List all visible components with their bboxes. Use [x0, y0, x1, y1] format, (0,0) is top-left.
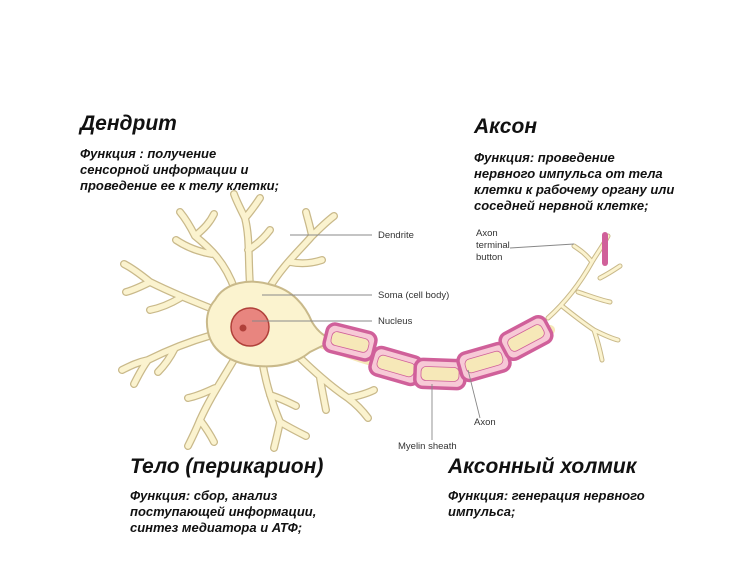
- dendrites: [118, 190, 378, 452]
- axon-desc-line: клетки к рабочему органу или: [474, 182, 675, 197]
- axon-terminal-branches: [545, 232, 623, 363]
- axon-title: Аксон: [474, 115, 537, 138]
- hillock-description: Функция: генерация нервного импульса;: [448, 488, 645, 520]
- axon-desc-line: нервного импульса от тела: [474, 166, 663, 181]
- nucleolus: [239, 324, 247, 332]
- target-organ-edge: [602, 232, 608, 266]
- myelin-segment: [413, 357, 467, 391]
- label-axon-terminal-3: button: [476, 252, 502, 263]
- myelin-segment: [368, 345, 424, 387]
- label-axon-terminal-2: terminal: [476, 240, 510, 251]
- label-axon-terminal-1: Axon: [476, 228, 498, 239]
- dendrite-title: Дендрит: [80, 112, 177, 135]
- label-axon: Axon: [474, 417, 496, 428]
- body-title: Тело (перикарион): [130, 455, 324, 478]
- leader-axon: [467, 369, 481, 419]
- terminal-fill: [546, 234, 622, 362]
- body-desc-line: Функция: сбор, анализ: [130, 488, 278, 503]
- dendrite-desc-line: сенсорной информации и: [80, 162, 249, 177]
- myelin-segment: [498, 314, 554, 362]
- label-myelin-sheath: Myelin sheath: [398, 441, 457, 452]
- hillock-desc-line: Функция: генерация нервного: [448, 488, 645, 503]
- axon-desc-line: соседней нервной клетке;: [474, 198, 649, 213]
- axon-description: Функция: проведение нервного импульса от…: [474, 150, 674, 214]
- body-desc-line: поступающей информации,: [130, 504, 317, 519]
- myelin-segment: [456, 341, 512, 383]
- dendrite-description: Функция : получение сенсорной информации…: [80, 146, 279, 194]
- label-soma: Soma (cell body): [378, 290, 449, 301]
- label-nucleus: Nucleus: [378, 316, 413, 327]
- dendrite-fill: [119, 191, 377, 451]
- myelin-sheath-segments: [322, 314, 554, 391]
- label-dendrite: Dendrite: [378, 230, 414, 241]
- body-desc-line: синтез медиатора и АТФ;: [130, 520, 303, 535]
- axon-desc-line: Функция: проведение: [474, 150, 615, 165]
- leader-lines: [252, 234, 575, 440]
- myelin-segment: [322, 322, 378, 362]
- leader-terminal: [509, 243, 575, 249]
- hillock-desc-line: импульса;: [448, 504, 516, 519]
- hillock-title: Аксонный холмик: [448, 455, 637, 478]
- cell-body: [205, 280, 339, 368]
- nucleus: [230, 307, 270, 347]
- dendrite-desc-line: Функция : получение: [80, 146, 217, 161]
- body-description: Функция: сбор, анализ поступающей информ…: [130, 488, 316, 536]
- dendrite-desc-line: проведение ее к телу клетки;: [80, 178, 279, 193]
